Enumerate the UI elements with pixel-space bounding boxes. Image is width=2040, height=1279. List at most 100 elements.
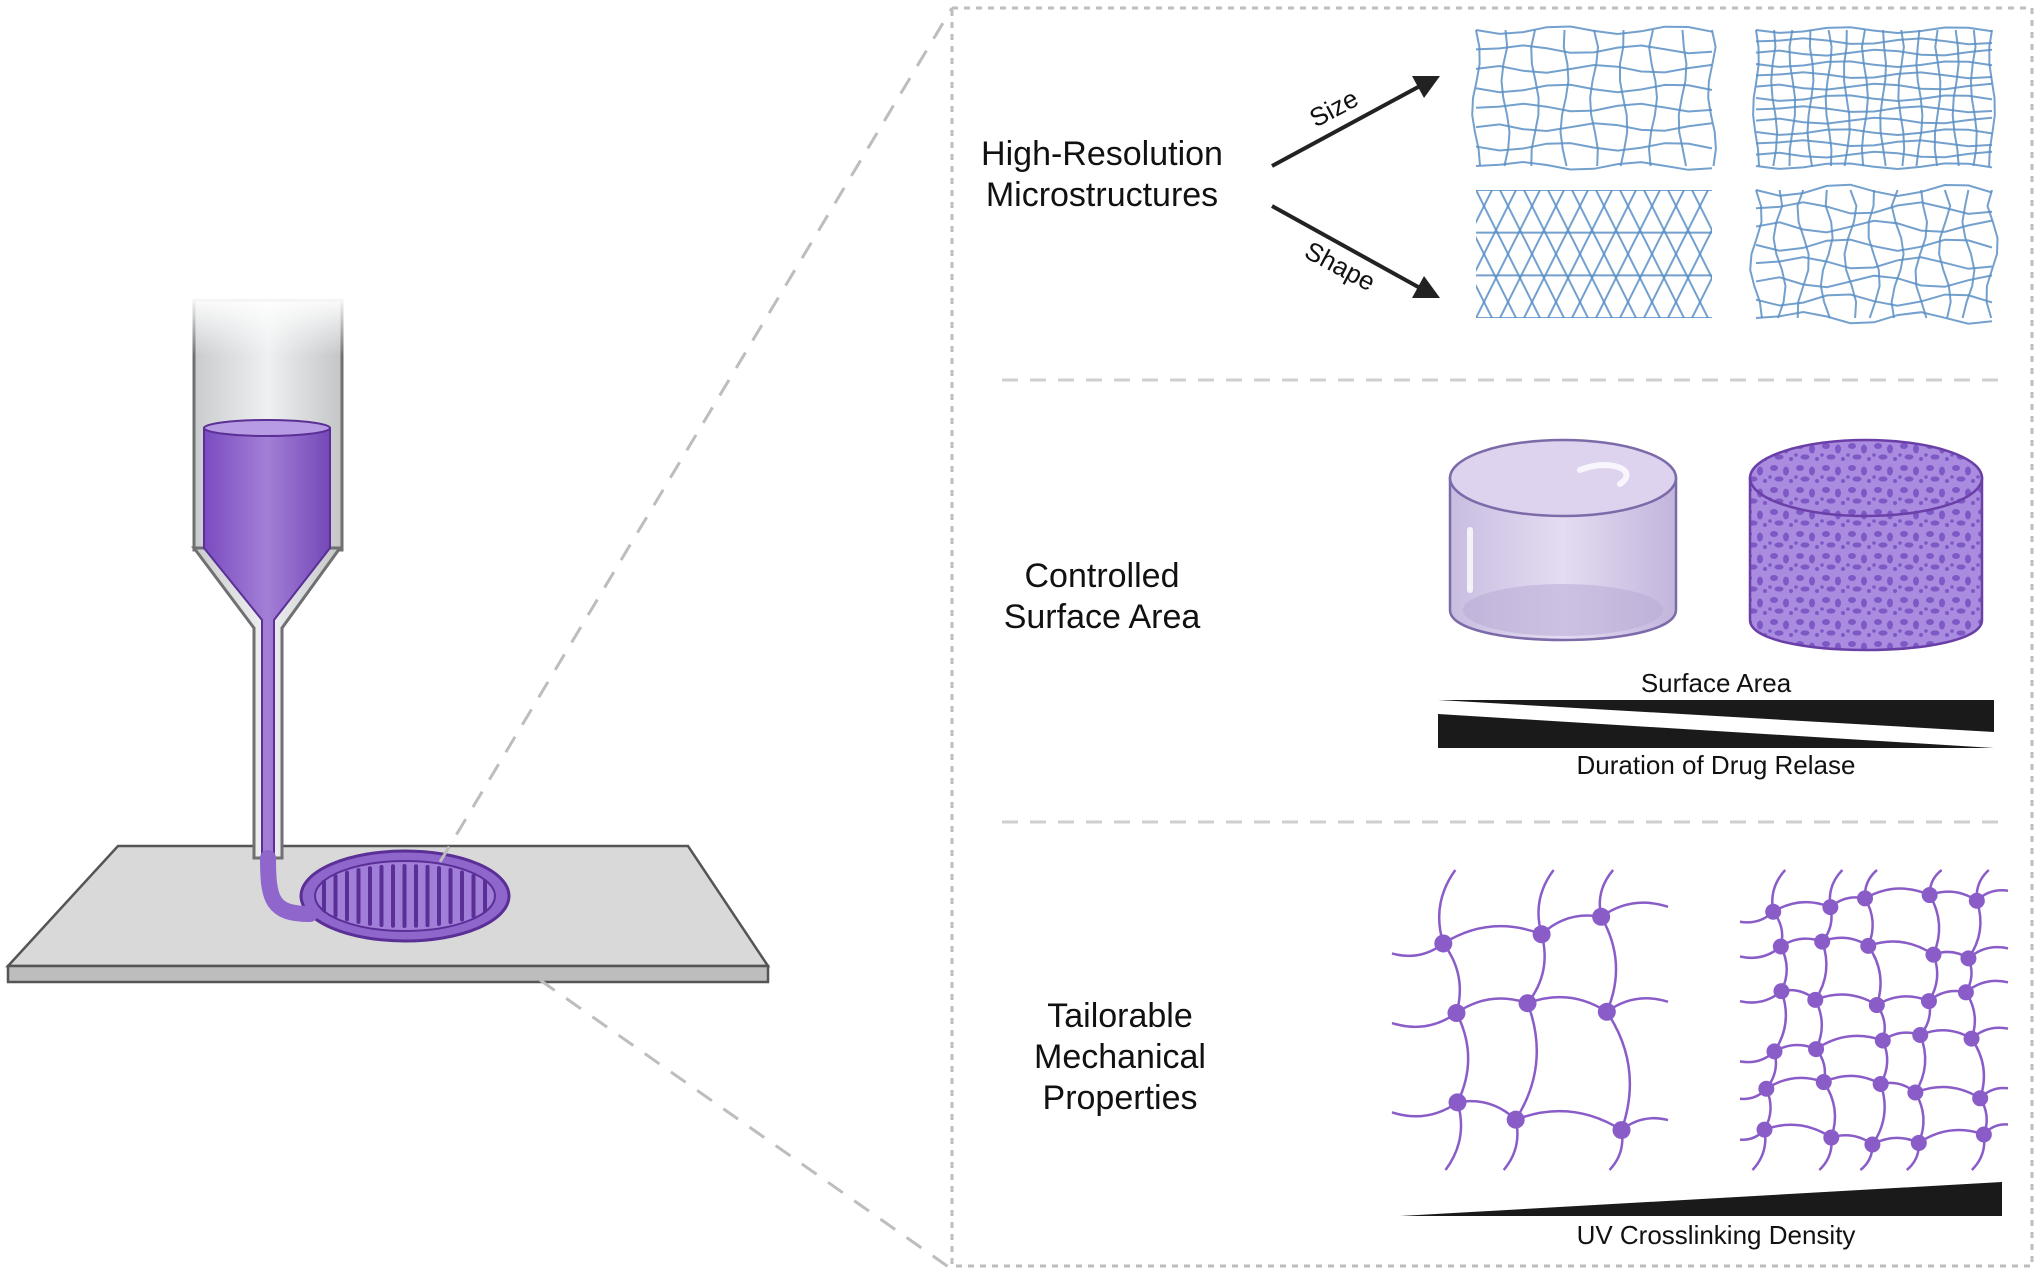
mesh-strand [1667,227,1712,318]
polymer-chain [1600,901,1669,918]
crosslink-node [1957,984,1974,1001]
size-arrow [1271,76,1440,168]
title-line: Tailorable [1047,997,1193,1035]
crosslink-node [1772,938,1789,955]
polymer-chain [1526,933,1546,1004]
mesh-strand [1356,190,1420,318]
mesh-strand [1914,189,1929,319]
polymer-chain [1537,869,1555,935]
surface-area-wedge [1438,700,1994,732]
mesh-strand [1788,29,1797,167]
section-title-mechanical: Tailorable Mechanical Properties [970,996,1270,1119]
surface-area-label: Surface Area [1640,668,1792,698]
polymer-chain [1814,941,1828,1001]
mesh-diamond [1356,190,1780,318]
crosslink-node [1506,1110,1525,1129]
mesh-strand [1475,25,1713,36]
mesh-strand [1691,275,1712,318]
mesh-strand [1589,29,1600,167]
mesh-strand [1475,122,1713,133]
mesh-strand [1772,189,1787,319]
polymer-chain [1527,995,1608,1013]
mesh-strand [1380,190,1444,318]
crosslink-node [1766,1043,1783,1060]
polymer-chain [1918,1128,1985,1144]
polymer-chain [1773,990,1788,1053]
mesh-strand [1755,293,1993,307]
mesh-strand [1475,63,1713,74]
mesh-strand [1404,190,1468,318]
crosslink-node [1814,933,1831,950]
mesh-strand [1755,256,1993,270]
title-line: High-Resolution [981,135,1223,173]
crosslink-node [1910,1134,1927,1151]
mesh-strand [1755,150,1993,159]
mesh-strand [1755,274,1993,289]
polymer-chain [1442,942,1462,1014]
mesh-strand [1404,190,1468,318]
mesh-strand [1476,190,1493,225]
polymer-chain [1928,894,1941,956]
mesh-fine-square [1752,26,1996,171]
crosslink-node [1756,1121,1773,1138]
polymer-chain [1967,900,1982,960]
mesh-strand [1707,29,1717,167]
size-arrow-label: Size [1304,83,1363,133]
uv-density-label: UV Crosslinking Density [1576,1220,1856,1250]
mesh-strand [1475,102,1713,113]
mesh-strand [1755,201,1993,215]
crosslink-node [1907,1084,1924,1101]
crosslink-node [1765,903,1782,920]
crosslink-node [1592,907,1611,926]
syringe [190,296,346,922]
polymer-chain [1391,1101,1459,1118]
polymer-chain [1914,1034,1927,1094]
polymer-chain [1871,1083,1886,1146]
mesh-strand [1755,238,1993,252]
crosslink-node [1758,1080,1775,1097]
polymer-chain [1914,1085,1981,1100]
polymer-chain [1814,993,1878,1007]
mesh-strand [1716,190,1780,318]
porous-hydrogel-cylinder [1748,438,1984,652]
mesh-strand [1843,189,1858,319]
drug-release-label: Duration of Drug Relase [1576,750,1856,780]
polymer-chain [1822,1081,1837,1138]
mesh-strand [1755,82,1993,91]
crosslink-node [1807,991,1824,1008]
mesh-strand [1595,190,1661,318]
crosslink-node [1960,950,1977,967]
crosslink-node [1434,934,1453,953]
mesh-strand [1647,29,1659,167]
mesh-strand [1755,183,1993,198]
polymer-chain [1970,1037,1986,1099]
mesh-strand [1476,190,1541,318]
mesh-strand [1819,189,1834,319]
title-line: Properties [1042,1079,1198,1117]
mesh-strand [1988,29,1996,167]
mesh-strand [1933,29,1942,167]
title-line: Microstructures [985,176,1219,214]
polymer-chain [1765,1076,1825,1090]
mesh-strand [1755,48,1993,57]
mesh-strand [1716,190,1780,318]
polymer-chain [1867,940,1935,956]
polymer-chain [1455,997,1528,1015]
crosslink-node [1597,1002,1616,1021]
crosslink-node [1920,993,1937,1010]
crosslink-node [1773,983,1790,1000]
mesh-strand [1749,189,1763,319]
mesh-coarse-square [1471,25,1717,171]
polymer-chain [1606,997,1669,1013]
title-line: Mechanical [1034,1038,1206,1076]
mesh-strand [1755,310,1993,325]
crosslink-node [1968,892,1985,909]
polymer-chain [1764,1123,1833,1139]
mesh-strand [1985,189,1999,319]
polymer-chain [1864,887,1931,900]
mesh-strand [1755,128,1993,137]
polymer-chain [1437,869,1457,944]
mesh-strand [1475,142,1713,152]
polymer-chain [1772,900,1831,913]
mesh-strand [1755,105,1993,114]
